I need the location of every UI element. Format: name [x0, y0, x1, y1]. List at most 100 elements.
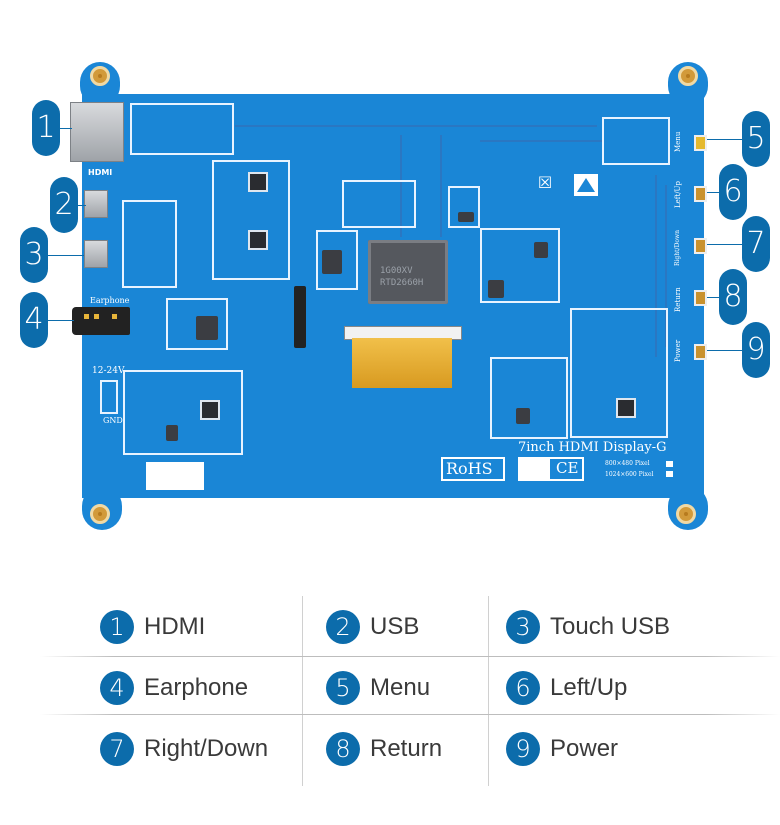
legend-item: 3 Touch USB: [506, 596, 670, 658]
esd-warning-icon: [574, 174, 598, 196]
legend-item: 6 Left/Up: [506, 657, 627, 719]
legend-number-badge: 6: [506, 671, 540, 705]
legend-number-badge: 8: [326, 732, 360, 766]
ce-label: CE: [556, 459, 579, 477]
legend-label: Earphone: [144, 674, 249, 701]
callout-3: 3: [20, 227, 48, 283]
mount-hole-icon: [90, 66, 110, 86]
ic-chip: [516, 408, 530, 424]
legend-number-badge: 7: [100, 732, 134, 766]
ic-chip: [488, 280, 504, 298]
flex-cable: [352, 338, 452, 388]
legend-label: USB: [370, 613, 420, 640]
silk-block: [212, 160, 290, 280]
inductor: [248, 172, 268, 192]
ic-chip: [534, 242, 548, 258]
silk-block: [480, 228, 560, 303]
pcb-trace: [655, 175, 657, 357]
ce-mark: [518, 457, 584, 481]
legend-label: Right/Down: [144, 735, 269, 762]
legend-number-badge: 5: [326, 671, 360, 705]
jack-pin: [112, 314, 117, 319]
touch-connector: [294, 286, 306, 348]
legend-label: Left/Up: [550, 674, 628, 701]
switch-label-power: Power: [674, 339, 682, 362]
silk-block: [166, 298, 228, 350]
hdmi-port: [70, 102, 124, 162]
legend-label: Menu: [370, 674, 431, 701]
legend-number-badge: 9: [506, 732, 540, 766]
main-controller-chip: [368, 240, 448, 304]
legend-item: 8 Return: [326, 718, 442, 780]
silk-block: [130, 103, 234, 155]
resolution-checkbox-2: [666, 471, 673, 477]
silk-block: [342, 180, 416, 228]
left-up-switch: [694, 186, 707, 202]
legend-number-badge: 2: [326, 610, 360, 644]
menu-switch: [694, 135, 707, 151]
right-down-switch: [694, 238, 707, 254]
callout-line: [707, 350, 745, 351]
switch-label-return: Return: [674, 287, 682, 312]
pcb-trace: [440, 135, 442, 237]
resolution-option-2: 1024×600 Pixel: [605, 471, 654, 478]
callout-line: [58, 128, 72, 129]
legend-divider: [488, 596, 489, 786]
legend-label: Touch USB: [550, 613, 671, 640]
callout-line: [74, 205, 86, 206]
resolution-option-1: 800×480 Pixel: [605, 460, 650, 467]
callout-line: [44, 320, 74, 321]
resolution-checkbox-1: [666, 461, 673, 467]
mount-hole-icon: [90, 504, 110, 524]
ic-chip: [322, 250, 342, 274]
legend-item: 9 Power: [506, 718, 618, 780]
callout-6: 6: [719, 164, 747, 220]
rohs-label: RoHS: [446, 459, 493, 478]
legend-label: HDMI: [144, 613, 206, 640]
mount-hole-icon: [676, 504, 696, 524]
legend-divider: [40, 656, 780, 657]
chip-marking: RTD2660H: [380, 278, 424, 288]
pcb-trace: [235, 125, 597, 127]
jack-pin: [94, 314, 99, 319]
callout-5: 5: [742, 111, 770, 167]
rohs-mark: [441, 457, 505, 481]
inductor: [616, 398, 636, 418]
silk-block: [570, 308, 668, 438]
silk-block: [448, 186, 480, 228]
weee-bin-icon: ☒: [537, 173, 553, 192]
callout-4: 4: [20, 292, 48, 348]
callout-line: [707, 139, 745, 140]
silk-block: [123, 370, 243, 455]
legend-label: Return: [370, 735, 443, 762]
silk-block: [602, 117, 670, 165]
board-model-label: 7inch HDMI Display-G: [518, 440, 667, 455]
hdmi-silk-label: HDMI: [88, 168, 113, 177]
inductor: [248, 230, 268, 250]
switch-label-menu: Menu: [674, 131, 682, 152]
jack-pin: [84, 314, 89, 319]
legend-divider: [302, 596, 303, 786]
chip-marking: 1G00XV: [380, 266, 413, 276]
legend-item: 1 HDMI: [100, 596, 205, 658]
legend-table: 1 HDMI 2 USB 3 Touch USB 4 Earphone 5 Me…: [40, 596, 780, 786]
switch-label-right-down: Right/Down: [674, 230, 681, 266]
power-header: [100, 380, 118, 414]
ce-blank: [520, 459, 550, 479]
legend-item: 2 USB: [326, 596, 419, 658]
callout-7: 7: [742, 216, 770, 272]
legend-item: 5 Menu: [326, 657, 430, 719]
legend-number-badge: 3: [506, 610, 540, 644]
usb-port: [84, 190, 108, 218]
return-switch: [694, 290, 707, 306]
earphone-silk-label: Earphone: [90, 296, 130, 305]
ic-chip: [166, 425, 178, 441]
legend-item: 7 Right/Down: [100, 718, 268, 780]
mount-hole-icon: [678, 66, 698, 86]
callout-line: [44, 255, 84, 256]
legend-divider: [40, 714, 780, 715]
switch-label-left-up: Left/Up: [674, 181, 682, 208]
callout-line: [707, 244, 745, 245]
pcb-trace: [400, 135, 402, 237]
ic-chip: [458, 212, 474, 222]
